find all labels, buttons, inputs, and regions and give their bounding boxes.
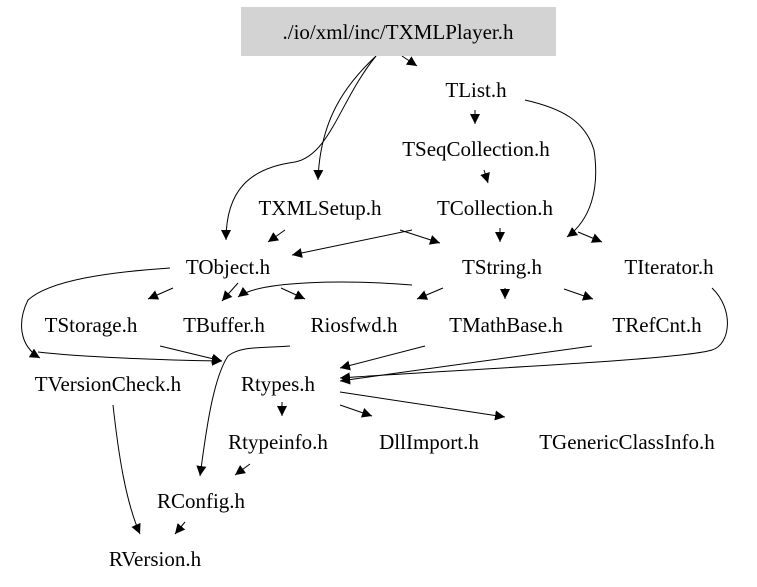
edge-tobject-tversioncheck: [21, 267, 171, 359]
node-tobject[interactable]: TObject.h: [186, 255, 271, 279]
node-rtypes[interactable]: Rtypes.h: [241, 372, 316, 396]
edge-tstring-tbuffer: [237, 281, 413, 298]
node-txmlsetup[interactable]: TXMLSetup.h: [258, 196, 382, 220]
root-node-box: [241, 7, 556, 56]
node-tgenericclassinfo[interactable]: TGenericClassInfo.h: [539, 430, 715, 454]
node-trefcnt[interactable]: TRefCnt.h: [612, 313, 702, 337]
edge-tobject-tstorage: [147, 287, 174, 300]
edge-tstring-trefcnt: [563, 288, 594, 301]
edge-riosfwd-rconfig: [196, 345, 291, 477]
edges: [21, 55, 728, 535]
node-tseqcollection[interactable]: TSeqCollection.h: [402, 137, 550, 161]
node-rconfig[interactable]: RConfig.h: [157, 489, 246, 513]
edge-root-tlist: [401, 55, 418, 67]
edge-txmlsetup-tobject: [267, 229, 286, 243]
node-tstorage[interactable]: TStorage.h: [45, 313, 138, 337]
node-titerator[interactable]: TIterator.h: [624, 255, 714, 279]
edge-titerator-rtypes: [339, 287, 728, 383]
node-dllimport[interactable]: DllImport.h: [379, 430, 479, 454]
edge-tobject-tbuffer: [221, 282, 239, 302]
edge-tlist-titerator: [524, 99, 597, 238]
edge-tversioncheck-rversion: [112, 404, 141, 535]
node-riosfwd[interactable]: Riosfwd.h: [311, 313, 398, 337]
node-tversioncheck[interactable]: TVersionCheck.h: [35, 372, 182, 396]
node-rversion[interactable]: RVersion.h: [109, 547, 202, 571]
edge-tobject-riosfwd: [280, 287, 306, 300]
edge-tseqcollection-tcollection: [480, 169, 490, 184]
nodes: ./io/xml/inc/TXMLPlayer.h TList.h TSeqCo…: [35, 20, 715, 571]
node-tmathbase[interactable]: TMathBase.h: [449, 313, 563, 337]
edge-tmathbase-rtypes: [339, 345, 426, 371]
node-tlist[interactable]: TList.h: [445, 78, 507, 102]
edge-rtypeinfo-rconfig: [234, 463, 251, 476]
edge-tversioncheck-rtypes: [37, 351, 223, 366]
edge-rconfig-rversion: [174, 521, 186, 535]
edge-root-tobject: [221, 55, 377, 241]
edge-rtypes-tgenericclassinfo: [339, 391, 506, 421]
edge-tstring-riosfwd: [416, 287, 444, 300]
node-tcollection[interactable]: TCollection.h: [437, 196, 554, 220]
node-root[interactable]: ./io/xml/inc/TXMLPlayer.h: [283, 20, 514, 44]
edge-tcollection-tstring: [399, 229, 441, 245]
edge-tcollection-titerator: [577, 231, 603, 243]
edge-rtypes-dllimport: [339, 404, 373, 418]
edge-tstorage-rtypes: [159, 345, 223, 364]
edge-root-txmlsetup: [313, 55, 377, 181]
node-tstring[interactable]: TString.h: [462, 255, 542, 279]
node-rtypeinfo[interactable]: Rtypeinfo.h: [228, 430, 328, 454]
edge-tcollection-tobject: [291, 229, 413, 258]
node-tbuffer[interactable]: TBuffer.h: [183, 313, 265, 337]
